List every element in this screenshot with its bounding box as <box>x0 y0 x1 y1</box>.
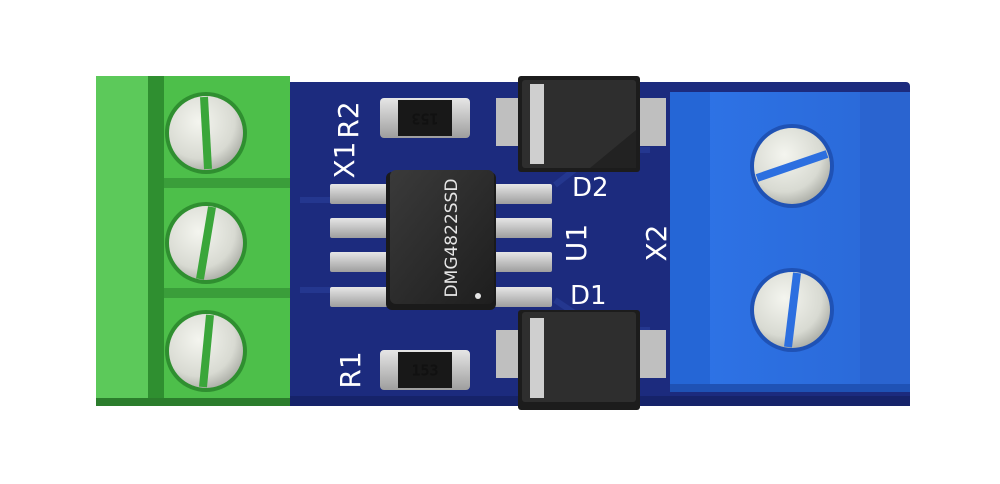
label-r1: R1 <box>334 351 367 388</box>
pin1-dot-icon <box>475 293 481 299</box>
diode-d2 <box>496 76 666 172</box>
resistor-r2-code: 153 <box>411 110 438 128</box>
resistor-r2: 153 <box>380 98 470 138</box>
diode-d1 <box>496 310 666 410</box>
label-r2: R2 <box>332 101 365 138</box>
label-d2: D2 <box>572 173 609 203</box>
label-x2: X2 <box>640 225 673 262</box>
blue-terminal-screw-2 <box>750 268 834 352</box>
label-d1: D1 <box>570 281 607 311</box>
green-terminal-screw-1 <box>165 92 247 174</box>
green-terminal-screw-2 <box>165 202 247 284</box>
label-x1: X1 <box>328 142 361 179</box>
resistor-r1: 153 <box>380 350 470 390</box>
green-terminal-screw-3 <box>165 310 247 392</box>
resistor-r1-code: 153 <box>411 362 438 380</box>
blue-terminal-screw-1 <box>750 124 834 208</box>
ic-u1-pins <box>330 184 552 307</box>
ic-u1: DMG4822SSD <box>386 170 496 310</box>
label-u1: U1 <box>560 224 593 262</box>
ic-marking: DMG4822SSD <box>442 179 462 298</box>
